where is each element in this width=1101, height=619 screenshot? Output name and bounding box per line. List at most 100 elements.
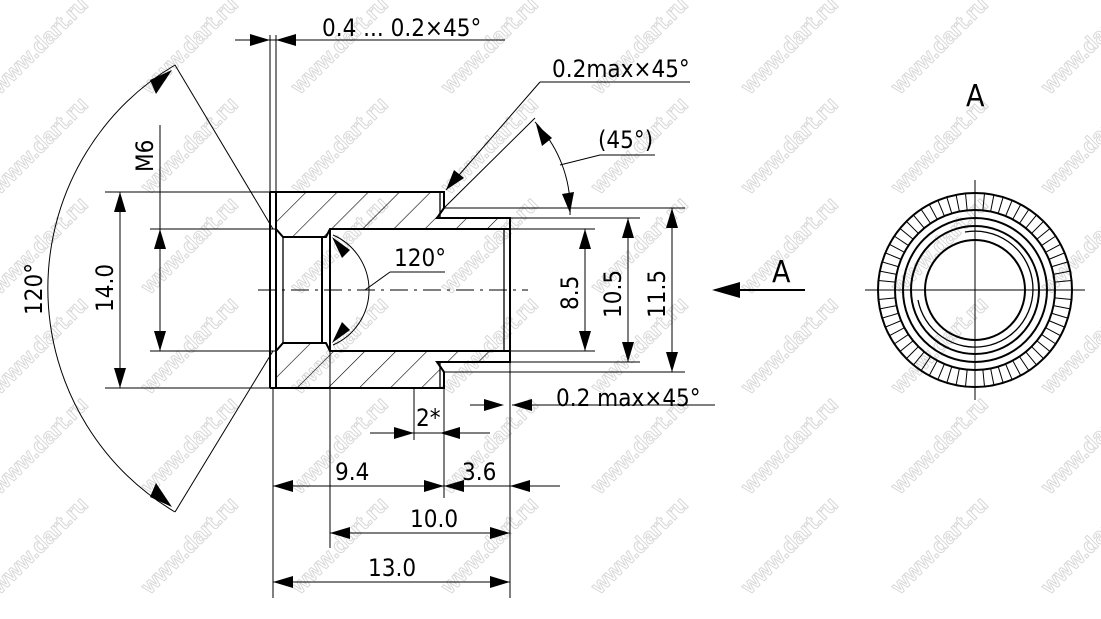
knurl-tick	[1048, 252, 1065, 260]
knurl-tick	[906, 221, 919, 234]
knurl-tick	[882, 261, 899, 268]
label-len-total: 13.0	[368, 554, 416, 582]
watermark-text: www.dart.ru	[435, 292, 543, 400]
hatch-bottom	[276, 343, 510, 388]
knurl-tick	[1053, 305, 1071, 310]
watermark-text: www.dart.ru	[285, 92, 393, 200]
knurl-tick	[920, 209, 931, 224]
knurl-tick	[990, 194, 995, 212]
watermark-text: www.dart.ru	[135, 192, 243, 300]
knurl-tick	[889, 327, 905, 337]
watermark-text: www.dart.ru	[585, 492, 693, 600]
dimension-lines	[47, 34, 805, 588]
label-chamfer-bottom: 0.2 max×45°	[556, 384, 701, 412]
knurl-tick	[964, 369, 968, 387]
knurl-tick	[1054, 279, 1072, 283]
label-len-bore: 10.0	[410, 505, 458, 533]
watermark-text: www.dart.ru	[735, 0, 843, 99]
section-view	[258, 191, 528, 389]
knurl-tick	[879, 305, 897, 310]
knurl-tick	[1041, 334, 1056, 345]
knurl-tick	[928, 204, 938, 220]
knurl-tick	[1025, 214, 1037, 229]
knurl-tick	[1051, 312, 1068, 319]
knurl-tick	[1054, 297, 1072, 301]
knurl-tick	[1053, 270, 1071, 275]
watermark-text: www.dart.ru	[885, 392, 993, 500]
dimension-labels: 0.4 ... 0.2×45° 0.2max×45° (45°) M6 14.0…	[20, 14, 985, 582]
watermark-text: www.dart.ru	[135, 392, 243, 500]
watermark-text: www.dart.ru	[135, 0, 243, 99]
watermark-text: www.dart.ru	[0, 92, 93, 200]
label-chamfer-top: 0.2max×45°	[552, 55, 690, 83]
knurl-tick	[937, 200, 945, 217]
label-view: A	[966, 79, 985, 114]
watermark-text: www.dart.ru	[135, 492, 243, 600]
knurl-tick	[1025, 351, 1037, 366]
label-d-step: 11.5	[643, 270, 671, 318]
knurl-tick	[882, 312, 899, 319]
watermark-text: www.dart.ru	[285, 492, 393, 600]
knurl-tick	[997, 366, 1004, 383]
knurl-tick	[889, 243, 905, 253]
knurl-tick	[878, 279, 896, 283]
watermark-text: www.dart.ru	[1035, 192, 1101, 300]
knurl-tick	[920, 356, 931, 371]
label-len-head: 9.4	[335, 458, 369, 486]
hatch-top	[276, 192, 510, 237]
knurl-tick	[928, 360, 938, 376]
knurl-tick	[937, 363, 945, 380]
label-view-arrow: A	[772, 255, 791, 290]
knurl-tick	[982, 369, 986, 387]
knurl-tick	[894, 334, 909, 345]
watermark-text: www.dart.ru	[1035, 92, 1101, 200]
knurl-tick	[879, 270, 897, 275]
view-arrow-head	[712, 282, 740, 298]
knurl-tick	[1051, 261, 1068, 268]
knurl-tick	[913, 351, 925, 366]
label-thread: M6	[131, 140, 159, 172]
label-angle-inner: 120°	[394, 244, 446, 272]
watermark-text: www.dart.ru	[0, 0, 93, 99]
knurl-tick	[946, 197, 953, 214]
knurl-tick	[955, 368, 960, 386]
knurl-tick	[1045, 243, 1061, 253]
knurl-tick	[982, 193, 986, 211]
label-len-knurl: 3.6	[462, 458, 496, 486]
watermark-text: www.dart.ru	[885, 292, 993, 400]
label-d-knurl: 10.5	[599, 270, 627, 318]
watermark-text: www.dart.ru	[585, 0, 693, 99]
label-angle-45: (45°)	[598, 126, 653, 154]
label-d-bore: 8.5	[556, 276, 584, 310]
knurl-tick	[964, 193, 968, 211]
knurl-tick	[990, 368, 995, 386]
knurl-tick	[899, 228, 914, 240]
knurl-tick	[1019, 209, 1030, 224]
watermark-text: www.dart.ru	[1035, 0, 1101, 99]
watermark-text: www.dart.ru	[1035, 392, 1101, 500]
knurl-tick	[878, 297, 896, 301]
knurl-tick	[1031, 346, 1044, 359]
watermark-text: www.dart.ru	[885, 492, 993, 600]
knurl-tick	[1036, 340, 1051, 352]
knurl-tick	[955, 194, 960, 212]
watermark-text: www.dart.ru	[1035, 492, 1101, 600]
watermark-text: www.dart.ru	[735, 92, 843, 200]
knurl-tick	[1012, 204, 1022, 220]
knurl-tick	[913, 214, 925, 229]
knurl-tick	[997, 197, 1004, 214]
label-groove: 2*	[416, 404, 441, 432]
end-view-a	[865, 180, 1085, 400]
knurl-tick	[906, 346, 919, 359]
watermark-text: www.dart.ru	[135, 292, 243, 400]
label-angle-outer: 120°	[20, 263, 48, 315]
extension-lines	[105, 35, 685, 598]
knurl-tick	[885, 252, 902, 260]
watermark-text: www.dart.ru	[735, 392, 843, 500]
knurl-tick	[1019, 356, 1030, 371]
knurl-tick	[946, 366, 953, 383]
label-chamfer-left: 0.4 ... 0.2×45°	[322, 14, 481, 42]
knurl-tick	[1048, 320, 1065, 328]
knurl-tick	[899, 340, 914, 352]
